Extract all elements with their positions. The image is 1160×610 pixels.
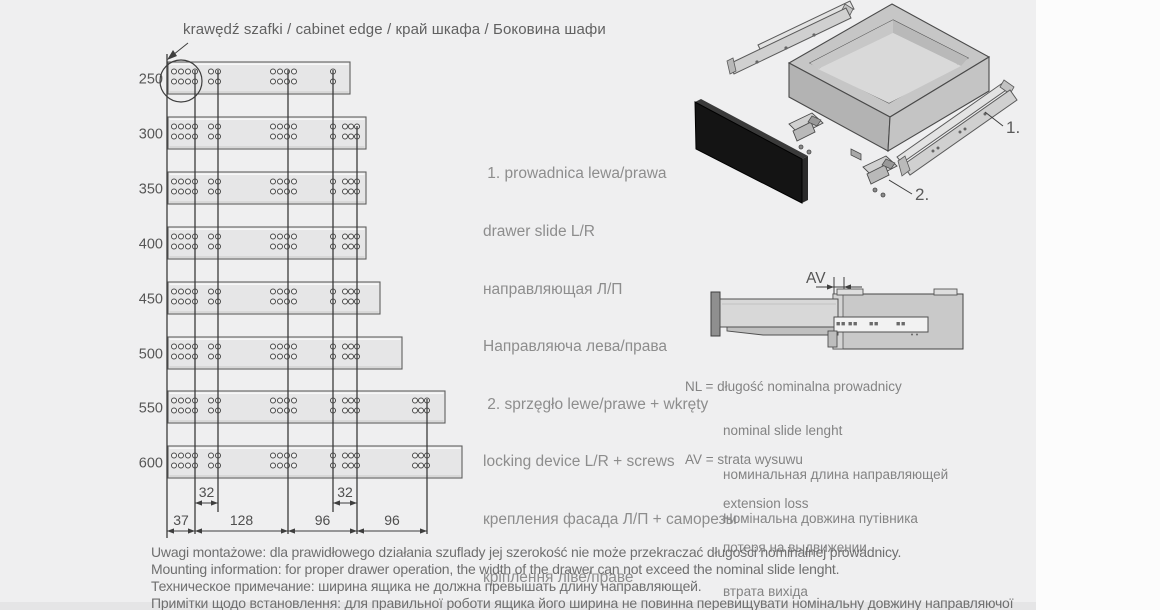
rail-500: 500	[139, 336, 403, 370]
dimension-128: 128	[195, 512, 288, 534]
rail-300: 300	[139, 116, 367, 150]
rail-600: 600	[139, 445, 463, 479]
legend-line: 1. prowadnica lewa/prawa	[483, 165, 667, 183]
drawer-side-profile	[710, 291, 839, 337]
rail-length-label: 400	[139, 237, 163, 253]
svg-text:32: 32	[337, 484, 353, 500]
dimension-32: 32	[195, 484, 218, 506]
slide-foot	[827, 330, 838, 348]
cabinet-edge-caption: krawędź szafki / cabinet edge / край шка…	[183, 21, 606, 38]
av-definition-head: AV = strata wysuwu	[685, 452, 803, 468]
rail-length-label: 250	[139, 72, 163, 88]
part-1-leader-line	[984, 111, 1004, 127]
note-line: Mounting information: for proper drawer …	[151, 561, 840, 578]
dimension-32: 32	[333, 484, 357, 506]
nl-definition: NL = długość nominalna prowadnicy nomina…	[685, 351, 948, 555]
svg-text:128: 128	[230, 512, 254, 528]
locking-device-left-icon	[788, 112, 824, 155]
legend-line: 2. sprzęgło lewe/prawe + wkręty	[483, 395, 709, 413]
page-edge-shadow	[0, 602, 1036, 610]
part-1-label: 1.	[1006, 118, 1020, 137]
rail-400: 400	[139, 226, 367, 260]
legend-line: drawer slide L/R	[483, 223, 595, 241]
svg-text:96: 96	[384, 512, 400, 528]
parts-legend: 1. prowadnica lewa/prawa drawer slide L/…	[483, 126, 737, 610]
av-definition-line: extension loss	[723, 495, 809, 511]
part-2-leader-line	[888, 179, 913, 195]
dimension-96: 96	[357, 512, 427, 534]
slide-length-diagram: 250 300 350 400 450 500 550 600 32 32 37 128 96 96	[139, 42, 463, 538]
exploded-view: 1. 2.	[694, 0, 1020, 204]
side-view: AV	[710, 270, 964, 350]
rail-350: 350	[139, 171, 367, 205]
note-line: Uwagi montażowe: dla prawidłowego działa…	[151, 544, 902, 560]
drawer-box	[787, 3, 991, 161]
nl-definition-line: nominal slide lenght	[723, 422, 843, 438]
legend-line: кріплення ліве/праве	[483, 568, 634, 586]
svg-text:37: 37	[173, 512, 189, 528]
rail-450: 450	[139, 281, 381, 315]
rail-550: 550	[139, 390, 446, 424]
av-dimension-label: AV	[806, 270, 826, 287]
nl-definition-line: номинальная длина направляющей	[723, 466, 949, 482]
rail-250: 250	[139, 61, 351, 95]
rail-length-label: 300	[139, 127, 163, 143]
part-2-label: 2.	[915, 185, 929, 204]
cabinet-hook-tab	[933, 288, 958, 296]
nl-definition-line: Номінальна довжина путівника	[723, 510, 918, 526]
mounting-notes: Uwagi montażowe: dla prawidłowego działa…	[151, 544, 1014, 610]
legend-line: направляющая Л/П	[483, 280, 623, 298]
av-definition: AV = strata wysuwu extension loss потеря…	[685, 424, 867, 610]
locking-device-front-icon	[862, 155, 898, 198]
rail-length-label: 450	[139, 292, 163, 308]
slide-rail-right-icon	[896, 79, 1018, 177]
cabinet-hook-tab	[836, 288, 864, 296]
legend-line: крепления фасада Л/П + саморезы	[483, 511, 737, 529]
note-line: Техническое примечание: ширина ящика не …	[151, 578, 702, 595]
rail-length-label: 550	[139, 401, 163, 417]
legend-line: locking device L/R + screws	[483, 453, 675, 471]
cabinet-edge-arrow	[172, 42, 189, 56]
legend-line: Направляюча лева/права	[483, 338, 668, 356]
nl-definition-head: NL = długość nominalna prowadnicy	[685, 379, 902, 395]
rail-length-label: 350	[139, 182, 163, 198]
rail-length-label: 500	[139, 347, 163, 363]
drawer-front-panel	[694, 99, 808, 204]
rail-length-label: 600	[139, 456, 163, 472]
note-line: Примітки щодо встановлення: для правильн…	[151, 595, 1014, 610]
dimension-37: 37	[167, 512, 195, 534]
dimension-96: 96	[288, 512, 357, 534]
cabinet-edge-arrowhead	[167, 50, 177, 60]
inner-rail-profile	[833, 316, 929, 336]
av-definition-line: втрата вихіда	[723, 583, 808, 599]
detail-circle	[159, 59, 203, 103]
slide-rail-left-icon	[726, 0, 855, 75]
av-definition-line: потеря на выдвижении	[723, 539, 867, 555]
svg-text:32: 32	[199, 484, 215, 500]
svg-text:96: 96	[315, 512, 331, 528]
